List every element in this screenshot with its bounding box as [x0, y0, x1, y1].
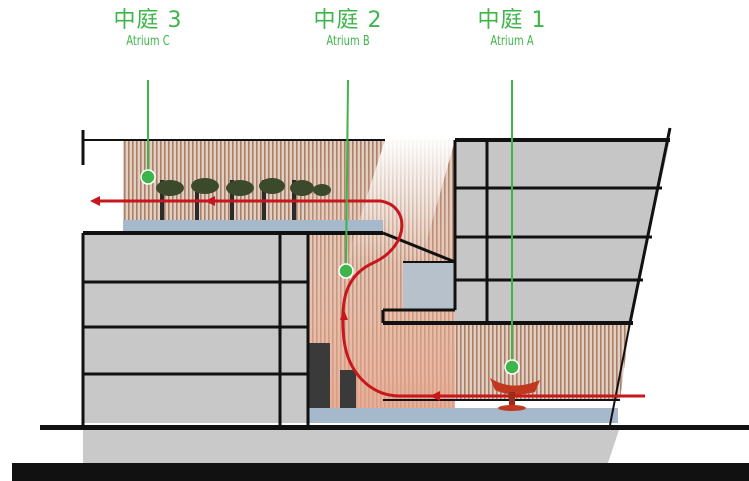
glass-strips [123, 220, 618, 423]
atrium-2-marker [338, 263, 354, 279]
atrium-3-marker [140, 169, 156, 185]
atrium-1-en: Atrium A [490, 34, 534, 49]
atrium-3-cn: 中庭 3 [113, 8, 183, 33]
doorways [308, 343, 356, 408]
atrium-2-cn: 中庭 2 [313, 8, 383, 33]
atrium-3-en: Atrium C [126, 34, 170, 49]
atrium-2-en: Atrium B [326, 34, 370, 49]
atrium-1-marker [504, 359, 520, 375]
atrium-1-cn: 中庭 1 [477, 8, 547, 33]
atrium-fins [123, 140, 630, 410]
circulation-path [90, 196, 645, 401]
atrium-2-label: 中庭 2 Atrium B [296, 8, 400, 50]
atrium-1-sculpture [490, 378, 540, 411]
leader-dots [140, 169, 520, 375]
ground [12, 425, 749, 481]
leader-lines [147, 79, 513, 366]
atrium-3-label: 中庭 3 Atrium C [96, 8, 200, 50]
floor-slabs [81, 127, 672, 426]
atrium-1-label: 中庭 1 Atrium A [460, 8, 564, 50]
